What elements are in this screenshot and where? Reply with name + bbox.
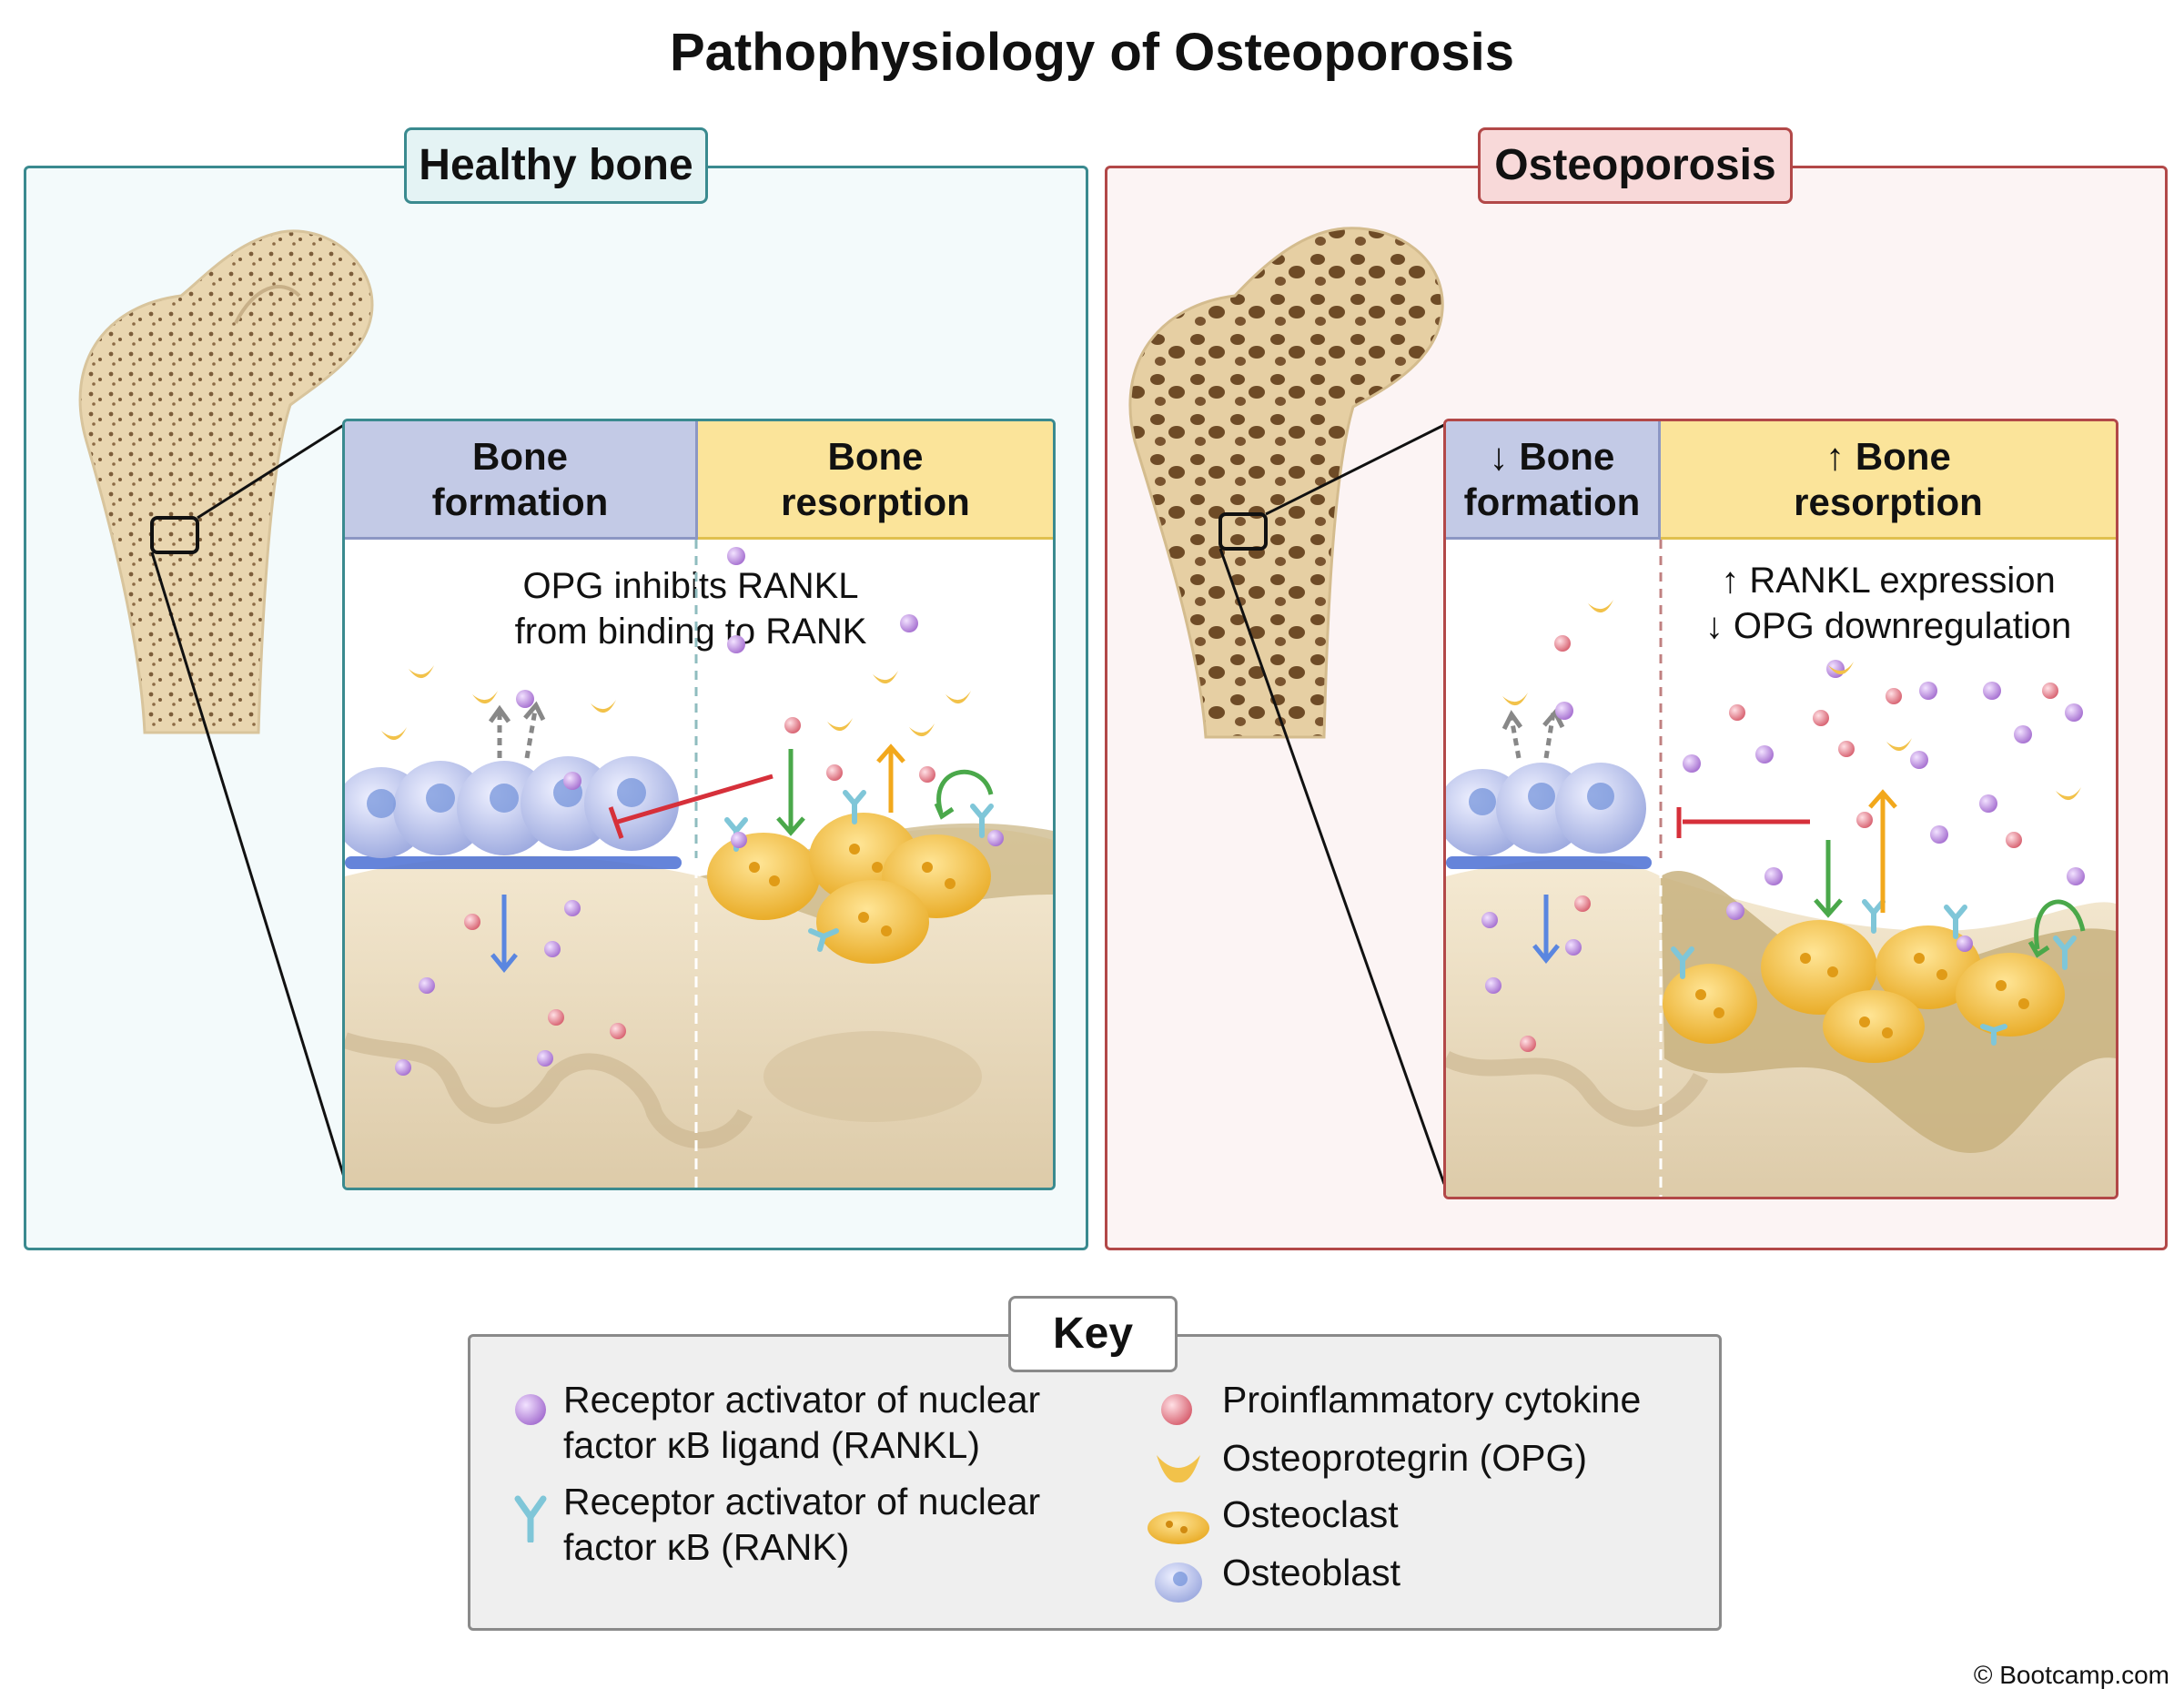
key-item-opg: Osteoprotegrin (OPG) — [1222, 1437, 1588, 1479]
increased-bone-resorption-header: ↑ Bone resorption — [1661, 421, 2116, 540]
key-item-osteoblast: Osteoblast — [1222, 1552, 1400, 1593]
rank-receptors-osteo — [1671, 899, 2077, 1046]
healthy-femur-illustration — [78, 229, 374, 1187]
healthy-zoom-view: Bone formation Bone resorption OPG inhib… — [342, 419, 1056, 1190]
osteoporosis-zoom-marker — [1218, 512, 1268, 551]
osteoblast-icon — [1155, 1562, 1202, 1603]
osteo-arrows — [1502, 708, 2086, 964]
opg-particles — [381, 665, 971, 741]
cytokine-particles — [464, 717, 935, 1039]
rank-receptors — [724, 790, 994, 952]
cytokine-particles-osteo — [1520, 635, 2058, 1052]
decreased-bone-formation-header: ↓ Bone formation — [1446, 421, 1661, 540]
opg-particles-osteo — [1502, 600, 2081, 801]
bone-formation-header: Bone formation — [345, 421, 698, 540]
healthy-arrows — [488, 701, 994, 973]
osteoclast-cluster-large — [1663, 920, 2065, 1063]
osteoclast-cluster — [707, 813, 991, 964]
healthy-zoom-marker — [150, 516, 199, 554]
key-item-osteoclast: Osteoclast — [1222, 1493, 1399, 1535]
cytokine-icon — [1161, 1394, 1192, 1425]
healthy-bone-tag: Healthy bone — [404, 127, 708, 204]
healthy-microscene — [345, 540, 1053, 1188]
osteoid-layer-thin — [1446, 856, 1652, 869]
osteoblast-row-reduced — [1446, 763, 1646, 856]
osteoid-layer — [345, 856, 682, 869]
rankl-opg-note: ↑ RANKL expression↓ OPG downregulation — [1704, 561, 2072, 646]
key-title: Key — [1008, 1296, 1178, 1372]
rankl-particles-osteo — [1481, 660, 2085, 994]
osteoporosis-tag: Osteoporosis — [1478, 127, 1793, 204]
osteoporosis-zoom-view: ↓ Bone formation ↑ Bone resorption ↑ RAN… — [1443, 419, 2118, 1199]
rank-receptor-icon — [514, 1495, 547, 1542]
copyright-text: © Bootcamp.com — [1973, 1661, 2169, 1689]
osteoporotic-femur-illustration — [1128, 227, 1446, 1185]
osteoclast-icon — [1148, 1512, 1209, 1544]
key-item-cytokine: Proinflammatory cytokine — [1222, 1379, 1642, 1421]
bone-resorption-header: Bone resorption — [698, 421, 1053, 540]
rankl-particles — [395, 547, 1004, 1076]
opg-icon — [1157, 1455, 1200, 1483]
osteoblast-row — [345, 756, 679, 858]
osteoporosis-microscene — [1446, 540, 2116, 1197]
figure-title: Pathophysiology of Osteoporosis — [669, 23, 1515, 82]
rankl-ligand-icon — [515, 1394, 546, 1425]
